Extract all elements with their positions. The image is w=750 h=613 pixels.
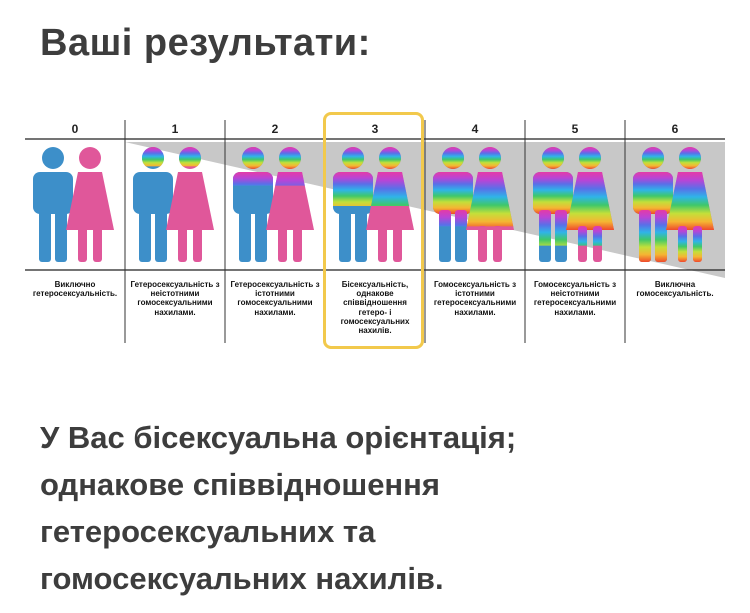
col-number-1: 1 (171, 122, 179, 136)
male-figure-icon (33, 147, 73, 262)
col-label-3: Бісексуальність, однакове співвідношення… (340, 280, 410, 335)
col-label-5: Гомосексуальність з неістотними гетеросе… (533, 280, 617, 317)
male-rainbow-icon (533, 147, 573, 246)
col-number-5: 5 (571, 122, 579, 136)
col-number-4: 4 (471, 122, 479, 136)
col-label-1: Гетеросексуальність з неістотними гомосе… (130, 280, 220, 317)
male-rainbow-icon (233, 147, 273, 186)
result-line-3: гетеросексуальних та (40, 514, 376, 549)
col-label-6: Виключна гомосексуальність. (636, 280, 714, 299)
col-number-2: 2 (271, 122, 279, 136)
result-line-1: У Вас бісексуальна орієнтація; (40, 420, 517, 455)
female-rainbow-icon (566, 147, 614, 246)
kinsey-scale: 0 1 2 3 4 5 6 Виключно гетеросексуальніс… (25, 112, 725, 358)
female-rainbow-icon (666, 147, 714, 262)
scale-graphic (25, 120, 725, 343)
male-rainbow-icon (142, 147, 164, 167)
col-number-0: 0 (71, 122, 79, 136)
female-rainbow-icon (275, 147, 305, 186)
female-rainbow-icon (466, 147, 514, 227)
col-label-2: Гетеросексуальність з істотними гомосекс… (230, 280, 320, 317)
male-rainbow-icon (433, 147, 473, 227)
col-label-0: Виключно гетеросексуальність. (32, 280, 118, 299)
col-number-6: 6 (671, 122, 679, 136)
result-line-4: гомосексуальних нахилів. (40, 561, 444, 596)
female-rainbow-icon (179, 147, 201, 167)
selected-highlight (323, 112, 424, 349)
female-rainbow-icon (370, 147, 410, 206)
col-number-3: 3 (371, 122, 379, 136)
male-rainbow-icon (633, 147, 673, 262)
female-figure-icon (66, 147, 114, 262)
page-title: Ваші результати: (40, 22, 371, 64)
result-text: У Вас бісексуальна орієнтація; однакове … (40, 414, 720, 602)
result-line-2: однакове співвідношення (40, 467, 440, 502)
male-rainbow-icon (333, 147, 373, 206)
col-label-4: Гомосексуальність з істотними гетеросекс… (433, 280, 517, 317)
